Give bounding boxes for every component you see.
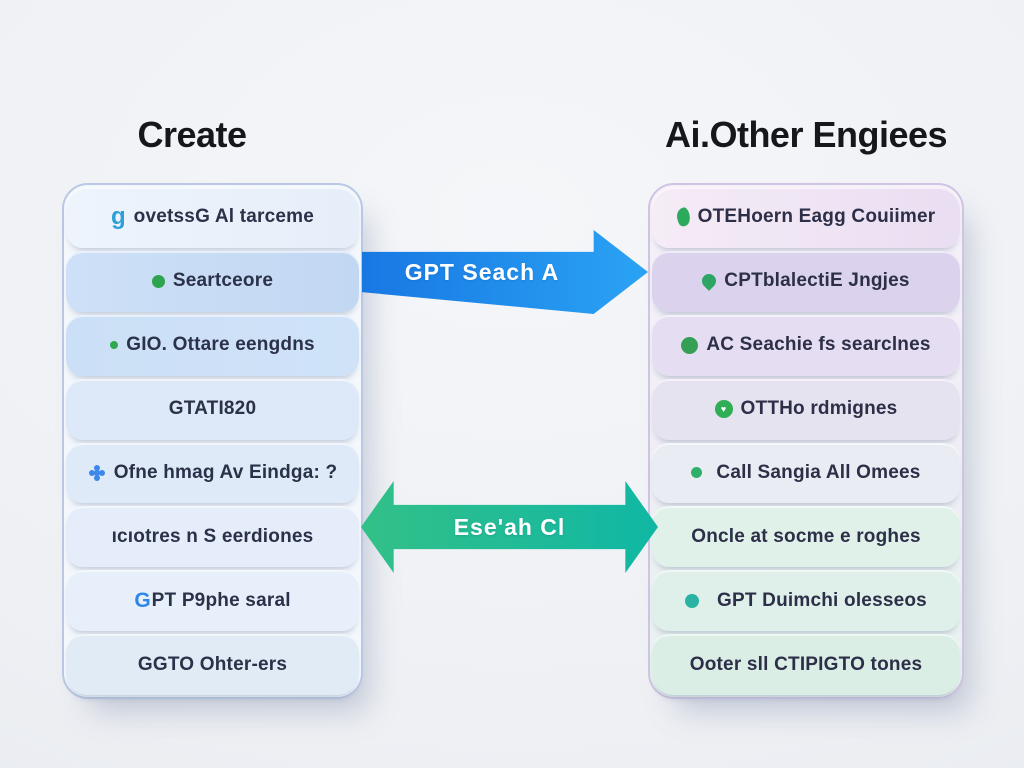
- green-leaf-icon: [699, 271, 720, 292]
- list-item: GIO. Ottare eengdns: [66, 314, 359, 376]
- list-item: Seartceore: [66, 250, 359, 312]
- blue-clover-icon: [93, 469, 100, 476]
- right-column-title: Ai.Other Engiees: [664, 114, 948, 155]
- left-column-title: Create: [137, 114, 247, 155]
- flow-arrow-right-label: GPT Seach A: [404, 258, 560, 285]
- list-item: GPT Duimchi olesseos: [652, 570, 960, 632]
- flow-arrow-bidirectional-label: Ese'ah Cl: [453, 513, 566, 540]
- list-item: CPTblalectiE Jngjes: [652, 250, 960, 312]
- g-logo-icon: g: [111, 203, 126, 231]
- list-item-label: GIO. Ottare eengdns: [126, 334, 315, 356]
- list-item: ♥ OTTHo rdmignes: [652, 378, 960, 440]
- green-squiggle-icon: [674, 206, 693, 229]
- green-small-dot-icon: [691, 467, 703, 479]
- list-item-label: CPTblalectiE Jngjes: [724, 270, 910, 292]
- list-item: GGTO Ohter-ers: [66, 634, 359, 695]
- list-item-label: Oncle at socme e roghes: [691, 525, 921, 547]
- list-item: Ofne hmag Av Eindga: ?: [66, 442, 359, 504]
- list-item-label: OTTHo rdmignes: [740, 398, 898, 420]
- list-item-label: GTATI820: [168, 398, 257, 420]
- list-item: G PT P9phe saral: [66, 570, 359, 632]
- list-item-label: ovetssG Al tarceme: [133, 206, 314, 228]
- list-item: ıcıotres n S eerdiones: [66, 506, 359, 568]
- list-item: OTEHoern Eagg Couiimer: [652, 187, 960, 248]
- list-item: Call Sangia All Omees: [652, 442, 960, 504]
- left-column: g ovetssG Al tarceme Seartceore GIO. Ott…: [62, 183, 363, 699]
- green-circle-icon: [681, 336, 699, 354]
- list-item: Oncle at socme e roghes: [652, 506, 960, 568]
- right-column: OTEHoern Eagg Couiimer CPTblalectiE Jngj…: [648, 183, 964, 699]
- list-item-label: PT P9phe saral: [151, 589, 291, 611]
- list-item-label: Ooter sll CTIPIGTO tones: [689, 653, 923, 675]
- list-item-label: Call Sangia All Omees: [716, 461, 921, 483]
- list-item: GTATI820: [66, 378, 359, 440]
- list-item-label: Seartceore: [172, 270, 274, 292]
- flow-arrow-right: GPT Seach A: [362, 230, 648, 314]
- list-item-label: Ofne hmag Av Eindga: ?: [113, 461, 338, 483]
- green-heart-circle-icon: ♥: [714, 400, 733, 419]
- list-item: g ovetssG Al tarceme: [66, 187, 359, 248]
- teal-dot-icon: [685, 593, 700, 608]
- list-item-label: OTEHoern Eagg Couiimer: [697, 206, 936, 228]
- list-item-label: GPT Duimchi olesseos: [717, 589, 927, 611]
- list-item: AC Seachie fs searclnes: [652, 314, 960, 376]
- green-dot-icon: [151, 274, 165, 288]
- blue-g-letter-icon: G: [134, 589, 151, 613]
- list-item-label: GGTO Ohter-ers: [137, 653, 288, 675]
- green-ring-icon: [110, 341, 119, 350]
- list-item-label: AC Seachie fs searclnes: [706, 334, 931, 356]
- list-item-label: ıcıotres n S eerdiones: [111, 525, 314, 547]
- list-item: Ooter sll CTIPIGTO tones: [652, 634, 960, 695]
- flow-arrow-bidirectional: Ese'ah Cl: [361, 481, 658, 573]
